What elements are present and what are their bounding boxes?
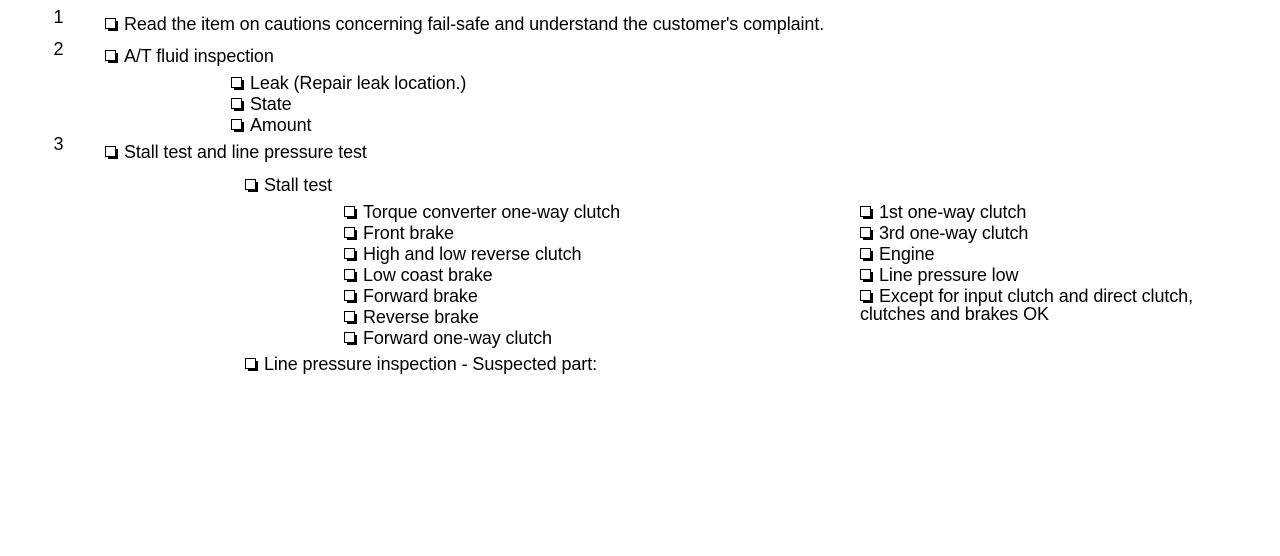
stall-test-heading-cell: Stall test bbox=[231, 169, 1250, 201]
checkbox-icon[interactable] bbox=[860, 290, 873, 303]
checklist-item-label: 1st one-way clutch bbox=[879, 202, 1027, 222]
checklist-item-label: Forward one-way clutch bbox=[363, 328, 552, 348]
checklist-item-label: Leak (Repair leak location.) bbox=[250, 73, 467, 93]
checklist-item[interactable]: Line pressure low bbox=[860, 264, 1250, 285]
checkbox-icon[interactable] bbox=[245, 358, 258, 371]
row-2-content: A/T fluid inspection Leak (Repair leak l… bbox=[95, 40, 1250, 135]
checkbox-icon[interactable] bbox=[231, 98, 244, 111]
checkbox-icon[interactable] bbox=[105, 18, 118, 31]
checkbox-icon[interactable] bbox=[231, 77, 244, 90]
checkbox-icon[interactable] bbox=[860, 206, 873, 219]
checklist-item[interactable]: Reverse brake bbox=[344, 306, 860, 327]
checklist-item-label: Engine bbox=[879, 244, 935, 264]
checklist-item-label: Amount bbox=[250, 115, 312, 135]
row-2-indent-spacer bbox=[95, 72, 231, 135]
checkbox-icon[interactable] bbox=[105, 50, 118, 63]
row-3-body-cell: Stall test Torque converte bbox=[231, 169, 1250, 381]
row-3-body-row: Stall test Torque converte bbox=[95, 169, 1250, 381]
table-row-2: 2 A/T fluid inspection bbox=[22, 40, 1250, 135]
stall-test-table: Stall test Torque converte bbox=[231, 169, 1250, 381]
checklist-item-label: State bbox=[250, 94, 292, 114]
checklist-item[interactable]: Low coast brake bbox=[344, 264, 860, 285]
checklist-item[interactable]: Line pressure inspection - Suspected par… bbox=[231, 348, 1250, 381]
row-3-content: Stall test and line pressure test bbox=[95, 135, 1250, 381]
row-2-heading-row: A/T fluid inspection bbox=[95, 40, 1250, 72]
row-3-inner-table: Stall test and line pressure test bbox=[95, 135, 1250, 381]
checklist-item[interactable]: Torque converter one-way clutch bbox=[344, 201, 860, 222]
row-number-1: 1 bbox=[53, 7, 64, 27]
checkbox-icon[interactable] bbox=[344, 290, 357, 303]
checklist-item[interactable]: Amount bbox=[231, 114, 1250, 135]
checkbox-icon[interactable] bbox=[860, 227, 873, 240]
checklist-item[interactable]: Front brake bbox=[344, 222, 860, 243]
checklist-item-label: Reverse brake bbox=[363, 307, 479, 327]
checkbox-icon[interactable] bbox=[105, 146, 118, 159]
checklist-item[interactable]: State bbox=[231, 93, 1250, 114]
stall-test-left-column: Torque converter one-way clutch Front br… bbox=[344, 201, 860, 348]
checkbox-icon[interactable] bbox=[245, 179, 258, 192]
checklist-item[interactable]: Stall test bbox=[231, 169, 1250, 201]
checklist-item[interactable]: Engine bbox=[860, 243, 1250, 264]
row-number-2: 2 bbox=[53, 39, 64, 59]
stall-test-indent-spacer bbox=[231, 201, 344, 348]
row-2-heading-cell: A/T fluid inspection bbox=[95, 40, 1250, 72]
checklist-item[interactable]: 3rd one-way clutch bbox=[860, 222, 1250, 243]
checklist-item[interactable]: Leak (Repair leak location.) bbox=[231, 72, 1250, 93]
checklist-item[interactable]: A/T fluid inspection bbox=[95, 40, 1250, 72]
row-2-inner-table: A/T fluid inspection Leak (Repair leak l… bbox=[95, 40, 1250, 135]
checklist-item-label: Forward brake bbox=[363, 286, 478, 306]
line-pressure-row: Line pressure inspection - Suspected par… bbox=[231, 348, 1250, 381]
checkbox-icon[interactable] bbox=[344, 332, 357, 345]
checklist-item-label: Stall test bbox=[264, 175, 333, 195]
checkbox-icon[interactable] bbox=[344, 248, 357, 261]
checklist-item-label: High and low reverse clutch bbox=[363, 244, 582, 264]
checkbox-icon[interactable] bbox=[231, 119, 244, 132]
row-3-indent-spacer bbox=[95, 169, 231, 381]
checklist-item[interactable]: Forward one-way clutch bbox=[344, 327, 860, 348]
row-2-items-row: Leak (Repair leak location.) State Amoun… bbox=[95, 72, 1250, 135]
checklist-item-label: Line pressure low bbox=[879, 265, 1019, 285]
row-2-items-cell: Leak (Repair leak location.) State Amoun… bbox=[231, 72, 1250, 135]
checklist-item-label: Read the item on cautions concerning fai… bbox=[124, 14, 825, 34]
checklist-item[interactable]: Stall test and line pressure test bbox=[95, 135, 1250, 169]
checklist-item[interactable]: Read the item on cautions concerning fai… bbox=[95, 8, 1250, 40]
checkbox-icon[interactable] bbox=[344, 269, 357, 282]
checklist-item-label: Line pressure inspection - Suspected par… bbox=[264, 354, 597, 374]
checklist-item-label: A/T fluid inspection bbox=[124, 46, 274, 66]
row-3-heading-cell: Stall test and line pressure test bbox=[95, 135, 1250, 169]
row-3-heading-row: Stall test and line pressure test bbox=[95, 135, 1250, 169]
line-pressure-cell: Line pressure inspection - Suspected par… bbox=[231, 348, 1250, 381]
checklist-item-label: Torque converter one-way clutch bbox=[363, 202, 621, 222]
table-row-3: 3 Stall test and line pressure test bbox=[22, 135, 1250, 381]
checklist-item-label: Front brake bbox=[363, 223, 454, 243]
checklist-item-label: Stall test and line pressure test bbox=[124, 142, 367, 162]
checkbox-icon[interactable] bbox=[344, 311, 357, 324]
stall-test-columns-row: Torque converter one-way clutch Front br… bbox=[231, 201, 1250, 348]
stall-test-heading-row: Stall test bbox=[231, 169, 1250, 201]
checkbox-icon[interactable] bbox=[860, 269, 873, 282]
checklist-item[interactable]: Forward brake bbox=[344, 285, 860, 306]
checklist-item[interactable]: 1st one-way clutch bbox=[860, 201, 1250, 222]
table-row-1: 1 Read the item on cautions concerning f… bbox=[22, 8, 1250, 40]
diagnostic-checklist-table: 1 Read the item on cautions concerning f… bbox=[22, 8, 1250, 381]
checkbox-icon[interactable] bbox=[344, 206, 357, 219]
checklist-item[interactable]: Except for input clutch and direct clutc… bbox=[860, 285, 1250, 324]
checklist-item-label: 3rd one-way clutch bbox=[879, 223, 1029, 243]
row-1-content: Read the item on cautions concerning fai… bbox=[95, 8, 1250, 40]
checklist-item[interactable]: High and low reverse clutch bbox=[344, 243, 860, 264]
checklist-item-label: Except for input clutch and direct clutc… bbox=[860, 286, 1193, 324]
checkbox-icon[interactable] bbox=[344, 227, 357, 240]
stall-test-right-column: 1st one-way clutch 3rd one-way clutch En… bbox=[860, 201, 1250, 348]
checklist-item-label: Low coast brake bbox=[363, 265, 493, 285]
checkbox-icon[interactable] bbox=[860, 248, 873, 261]
row-number-3: 3 bbox=[53, 134, 64, 154]
